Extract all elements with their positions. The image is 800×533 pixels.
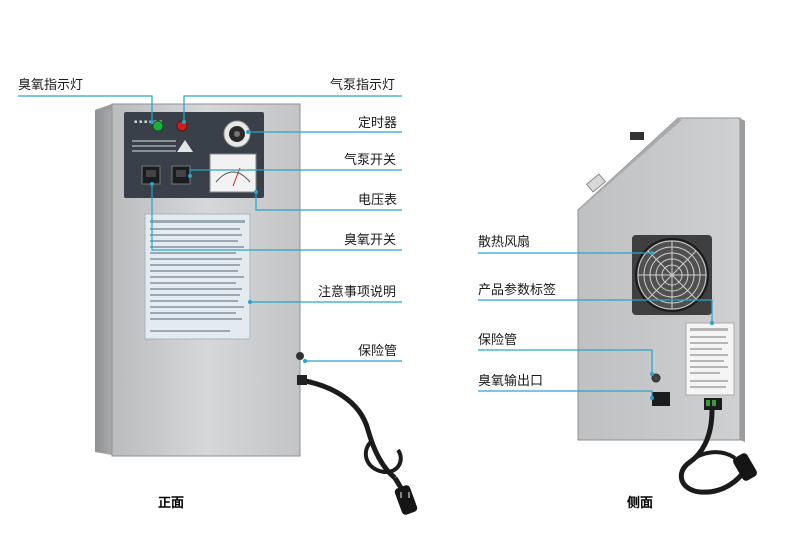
label-ozone-switch: 臭氧开关 (344, 233, 397, 248)
label-pump-switch: 气泵开关 (344, 153, 397, 168)
label-ozone-indicator: 臭氧指示灯 (18, 78, 84, 93)
label-notice: 注意事项说明 (318, 285, 397, 300)
label-voltmeter: 电压表 (358, 193, 398, 208)
label-ozone-outlet: 臭氧输出口 (478, 374, 544, 389)
label-fuse-front: 保险管 (358, 344, 398, 359)
voltmeter-icon (209, 153, 257, 193)
label-pump-indicator: 气泵指示灯 (330, 78, 396, 93)
caption-side: 侧面 (627, 496, 654, 511)
front-unit: ▪ ▪ ▪ ▪ ▪ ▪ (95, 103, 418, 515)
label-param-label: 产品参数标签 (478, 283, 557, 298)
side-unit (577, 117, 757, 495)
label-timer: 定时器 (358, 116, 398, 131)
label-fan: 散热风扇 (478, 235, 531, 250)
leader-lines (18, 95, 713, 398)
svg-text:▪ ▪ ▪ ▪ ▪ ▪: ▪ ▪ ▪ ▪ ▪ ▪ (134, 119, 162, 125)
label-fuse-side: 保险管 (478, 333, 518, 348)
ozone-outlet-icon (652, 392, 670, 406)
param-label-sticker (685, 322, 735, 396)
caption-front: 正面 (158, 496, 185, 511)
ozone-led-icon (152, 120, 164, 132)
